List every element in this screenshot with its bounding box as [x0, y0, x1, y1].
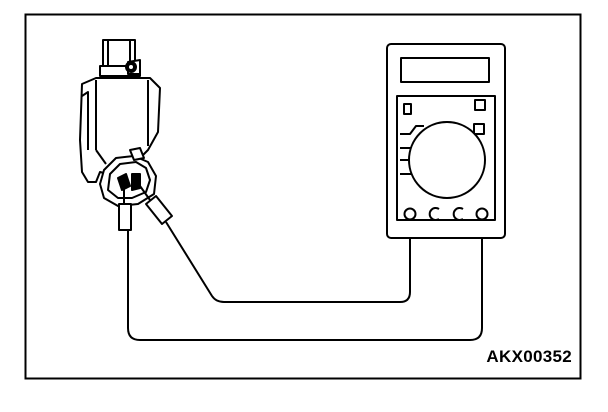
- lead-positive: [127, 218, 483, 341]
- multimeter-button-right-bottom: [473, 123, 485, 135]
- jack-v-ohm: [475, 207, 489, 221]
- solenoid-valve: [79, 39, 161, 183]
- probe-right: [139, 185, 173, 225]
- multimeter-jacks: [403, 207, 489, 221]
- probe-left: [118, 186, 132, 231]
- jack-com: [403, 207, 417, 221]
- connector-terminal-1: [117, 173, 131, 191]
- test-probes: [118, 185, 173, 231]
- connector-terminal-2: [131, 173, 141, 191]
- multimeter-display: [400, 57, 490, 83]
- figure-reference-code: AKX00352: [486, 347, 572, 366]
- multimeter-button-right-top: [474, 99, 486, 111]
- multimeter-panel: [396, 95, 496, 221]
- test-leads: [127, 218, 483, 341]
- connector: [99, 147, 157, 207]
- multimeter-selector-dial: [408, 121, 486, 199]
- figure-frame: [24, 13, 582, 380]
- jack-2: [428, 207, 440, 221]
- multimeter: [386, 43, 506, 239]
- multimeter-button-left: [403, 103, 412, 115]
- lead-negative: [165, 218, 411, 303]
- valve-side-nipple: [125, 59, 141, 75]
- jack-3: [452, 207, 464, 221]
